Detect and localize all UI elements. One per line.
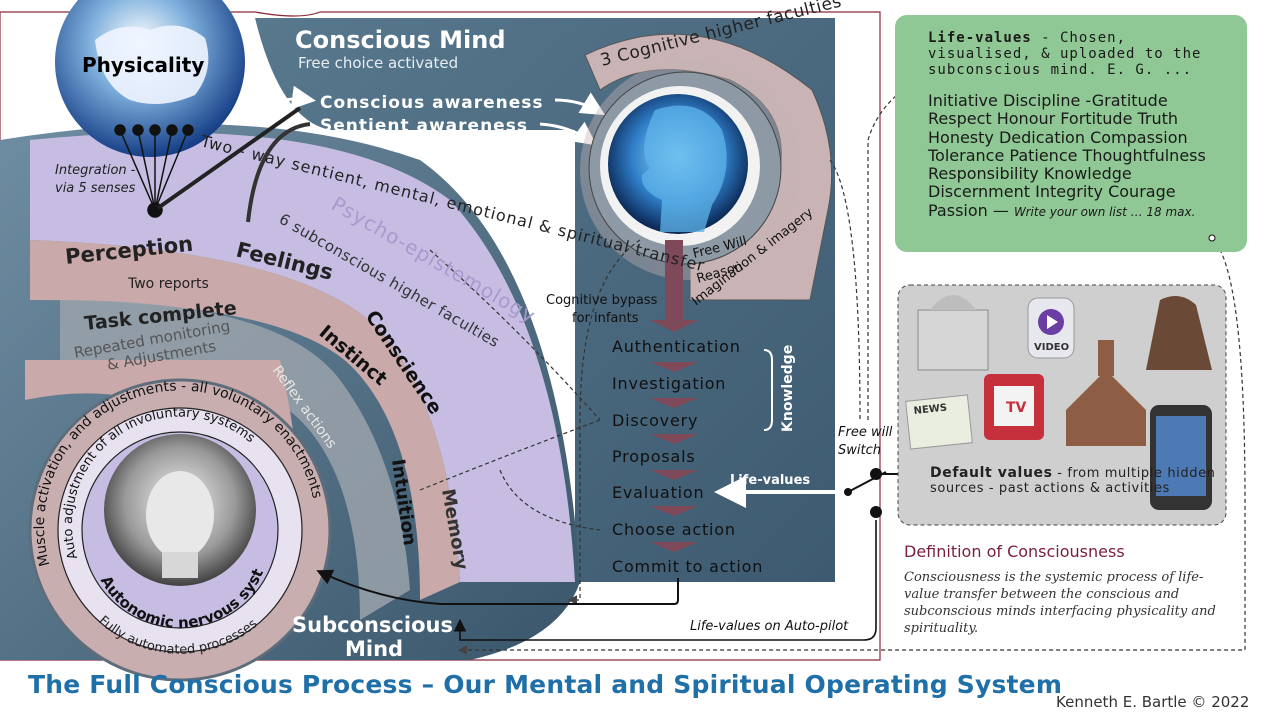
conscious-mind-subtitle: Free choice activated: [298, 54, 458, 72]
integration-arrow: [156, 106, 302, 210]
definition-heading: Definition of Consciousness: [904, 542, 1125, 561]
sense-nodes: [114, 124, 194, 218]
step-chevrons: [650, 362, 698, 552]
conscious-awareness-label: Conscious awareness: [320, 93, 544, 113]
subconscious-mind-label-1: Subconscious: [292, 613, 453, 637]
life-values-line: Tolerance Patience Thoughtfulness: [928, 145, 1206, 165]
government-building-icon: [917, 309, 989, 371]
life-values-box: [895, 15, 1247, 252]
auto-pilot-label: Life-values on Auto-pilot: [690, 619, 849, 634]
life-values-intro-text: - Chosen, visualised, & uploaded to the …: [928, 30, 1202, 78]
life-values-line: Initiative Discipline -Gratitude: [928, 91, 1168, 110]
cognitive-down-head: [650, 320, 698, 332]
face-shape: [146, 471, 214, 559]
physicality-label: Physicality: [82, 53, 204, 77]
life-values-intro: Life-values - Chosen, visualised, & uplo…: [928, 30, 1238, 78]
definition-of-consciousness: Definition of Consciousness Consciousnes…: [904, 542, 1234, 637]
tv-icon-label: TV: [1006, 400, 1027, 416]
life-values-last-word: Passion —: [928, 200, 1014, 220]
two-reports-label: Two reports: [127, 276, 209, 292]
head-silhouette: [641, 105, 727, 232]
outer-frame: [0, 11, 881, 661]
cognitive-down-shaft: [665, 240, 683, 320]
default-values-heading: Default values: [930, 465, 1053, 481]
news-icon: [905, 394, 973, 450]
step-choose-action: Choose action: [612, 520, 736, 539]
cognitive-bypass-label-2: for infants: [572, 311, 639, 326]
life-values-text: Life-values - Chosen, visualised, & uplo…: [928, 30, 1238, 221]
knowledge-label: Knowledge: [780, 345, 796, 432]
face-neck: [162, 552, 198, 578]
author-credit: Kenneth E. Bartle © 2022: [1056, 693, 1250, 711]
monk-figure-icon: [1146, 296, 1212, 370]
life-values-line: Responsibility Knowledge: [928, 164, 1132, 184]
definition-body: Consciousness is the systemic process of…: [904, 570, 1216, 636]
life-values-line: Honesty Dedication Compassion: [928, 127, 1188, 147]
conscious-mind-title: Conscious Mind: [295, 26, 506, 54]
step-discovery: Discovery: [612, 411, 698, 430]
media-icons: [905, 295, 1212, 510]
free-will-switch[interactable]: [844, 468, 912, 518]
step-authentication: Authentication: [612, 337, 741, 356]
life-values-line: Passion — Write your own list … 18 max.: [928, 200, 1238, 221]
church-icon: [1066, 370, 1146, 446]
footer-title: The Full Conscious Process – Our Mental …: [28, 670, 1063, 699]
life-values-heading: Life-values: [928, 30, 1032, 46]
inner-band: [60, 300, 410, 620]
step-commit-to-action: Commit to action: [612, 557, 763, 576]
integration-label-2: via 5 senses: [55, 181, 136, 196]
cognitive-bypass-label-1: Cognitive bypass: [546, 293, 658, 308]
conscious-awareness-arrow-right: [554, 92, 606, 116]
free-will-switch-label-2: Switch: [838, 443, 881, 458]
sentient-awareness-arrow-left: [246, 122, 311, 223]
globe-landmass: [95, 25, 209, 104]
psycho-arc: [30, 132, 575, 582]
life-values-line: Respect Honour Fortitude Truth: [928, 109, 1179, 129]
subconscious-mind-label-2: Mind: [345, 637, 403, 661]
process-steps: Authentication Investigation Discovery P…: [612, 337, 763, 576]
news-icon-label: NEWS: [913, 403, 947, 417]
conscious-awareness-arrow-left: [268, 85, 316, 110]
step-investigation: Investigation: [612, 374, 726, 393]
knowledge-bracket: [763, 349, 773, 431]
default-values-text: Default values - from multiple hidden so…: [930, 465, 1220, 497]
video-icon-label: VIDEO: [1034, 342, 1069, 353]
step-proposals: Proposals: [612, 447, 695, 466]
life-values-list: Initiative Discipline -Gratitude Respect…: [928, 91, 1238, 221]
life-values-arrow-label: Life-values: [730, 473, 810, 488]
life-values-box-node: [1208, 234, 1216, 242]
step-evaluation: Evaluation: [612, 483, 704, 502]
auto-pilot-arrow: [453, 520, 877, 641]
default-values-description: - from multiple hidden sources - past ac…: [930, 466, 1216, 496]
free-will-switch-label-1: Free will: [838, 425, 893, 440]
commit-return-arrow: [316, 569, 679, 605]
integration-label-1: Integration -: [55, 163, 136, 178]
sentient-awareness-arrow-right: [539, 121, 597, 146]
faculty-band: [30, 240, 460, 600]
write-own-list-hint: Write your own list … 18 max.: [1013, 204, 1196, 219]
sentient-awareness-label: Sentient awareness: [320, 116, 528, 136]
life-values-line: Discernment Integrity Courage: [928, 182, 1176, 202]
